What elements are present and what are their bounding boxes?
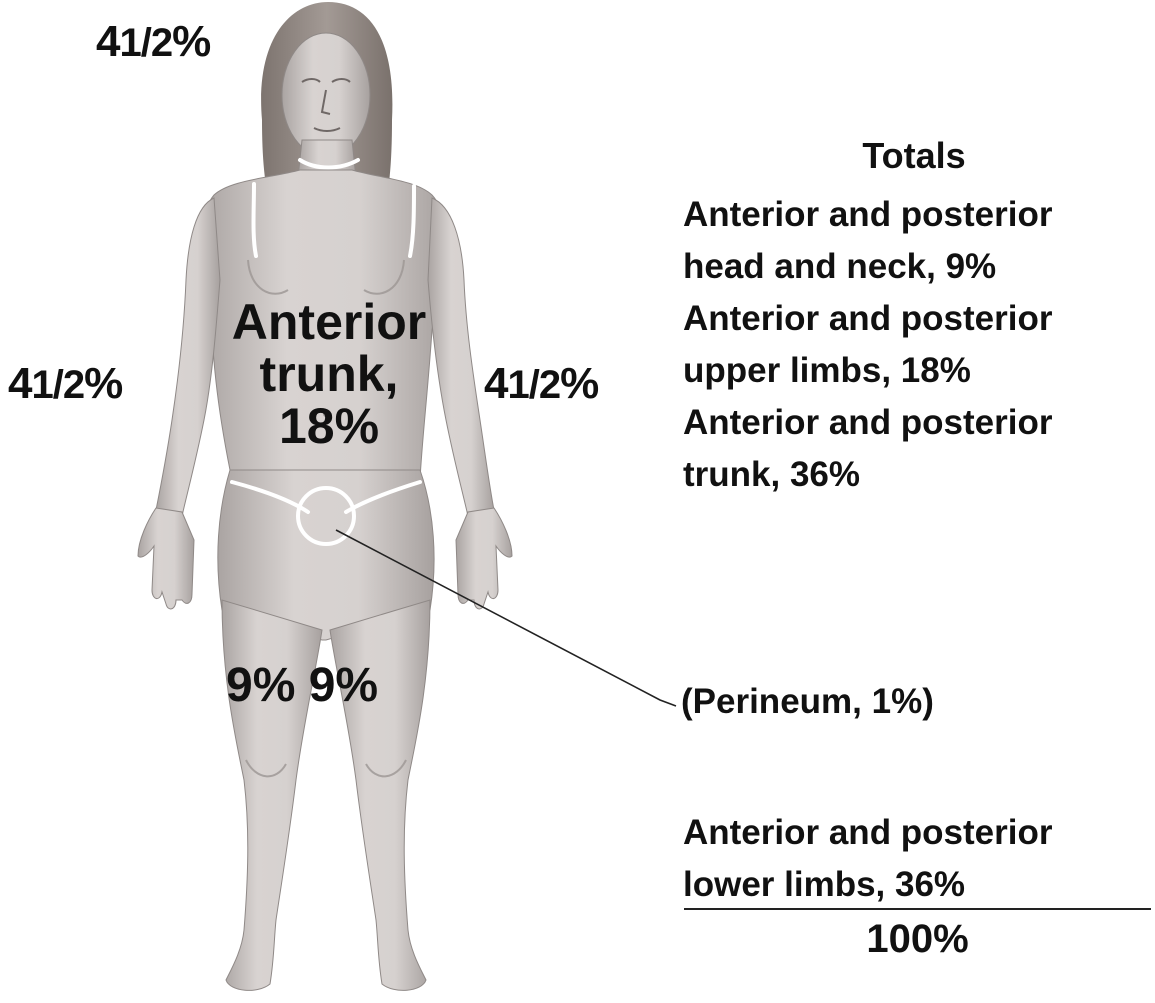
- trunk-label-line-2: trunk,: [184, 348, 474, 400]
- totals-lower-limbs-line-1: Anterior and posterior: [683, 815, 1052, 867]
- totals-upper-limbs-line-2: upper limbs, 18%: [683, 353, 1052, 405]
- totals-lower-limbs: Anterior and posterior lower limbs, 36%: [683, 815, 1052, 919]
- totals-upper-limbs-line-1: Anterior and posterior: [683, 301, 1052, 353]
- totals-trunk-line-1: Anterior and posterior: [683, 405, 1052, 457]
- totals-upper-limbs: Anterior and posterior upper limbs, 18%: [683, 301, 1052, 405]
- head-neck-percent: 41/2%: [96, 20, 210, 64]
- sum-divider: [684, 908, 1151, 910]
- totals-title: Totals: [683, 138, 1145, 174]
- lower-limbs-percent: 9% 9%: [226, 662, 378, 710]
- totals-head-neck-line-1: Anterior and posterior: [683, 197, 1052, 249]
- trunk-label-line-3: 18%: [184, 400, 474, 452]
- anterior-trunk-label: Anterior trunk, 18%: [184, 296, 474, 452]
- body-silhouette: [138, 33, 512, 990]
- right-upper-limb-percent: 41/2%: [484, 362, 598, 406]
- left-upper-limb-percent: 41/2%: [8, 362, 122, 406]
- totals-trunk-line-2: trunk, 36%: [683, 457, 1052, 509]
- sum-total: 100%: [684, 919, 1151, 959]
- totals-head-neck: Anterior and posterior head and neck, 9%: [683, 197, 1052, 301]
- trunk-label-line-1: Anterior: [184, 296, 474, 348]
- perineum-label: (Perineum, 1%): [681, 684, 934, 719]
- totals-trunk: Anterior and posterior trunk, 36%: [683, 405, 1052, 509]
- totals-head-neck-line-2: head and neck, 9%: [683, 249, 1052, 301]
- totals-lower-limbs-line-2: lower limbs, 36%: [683, 867, 1052, 919]
